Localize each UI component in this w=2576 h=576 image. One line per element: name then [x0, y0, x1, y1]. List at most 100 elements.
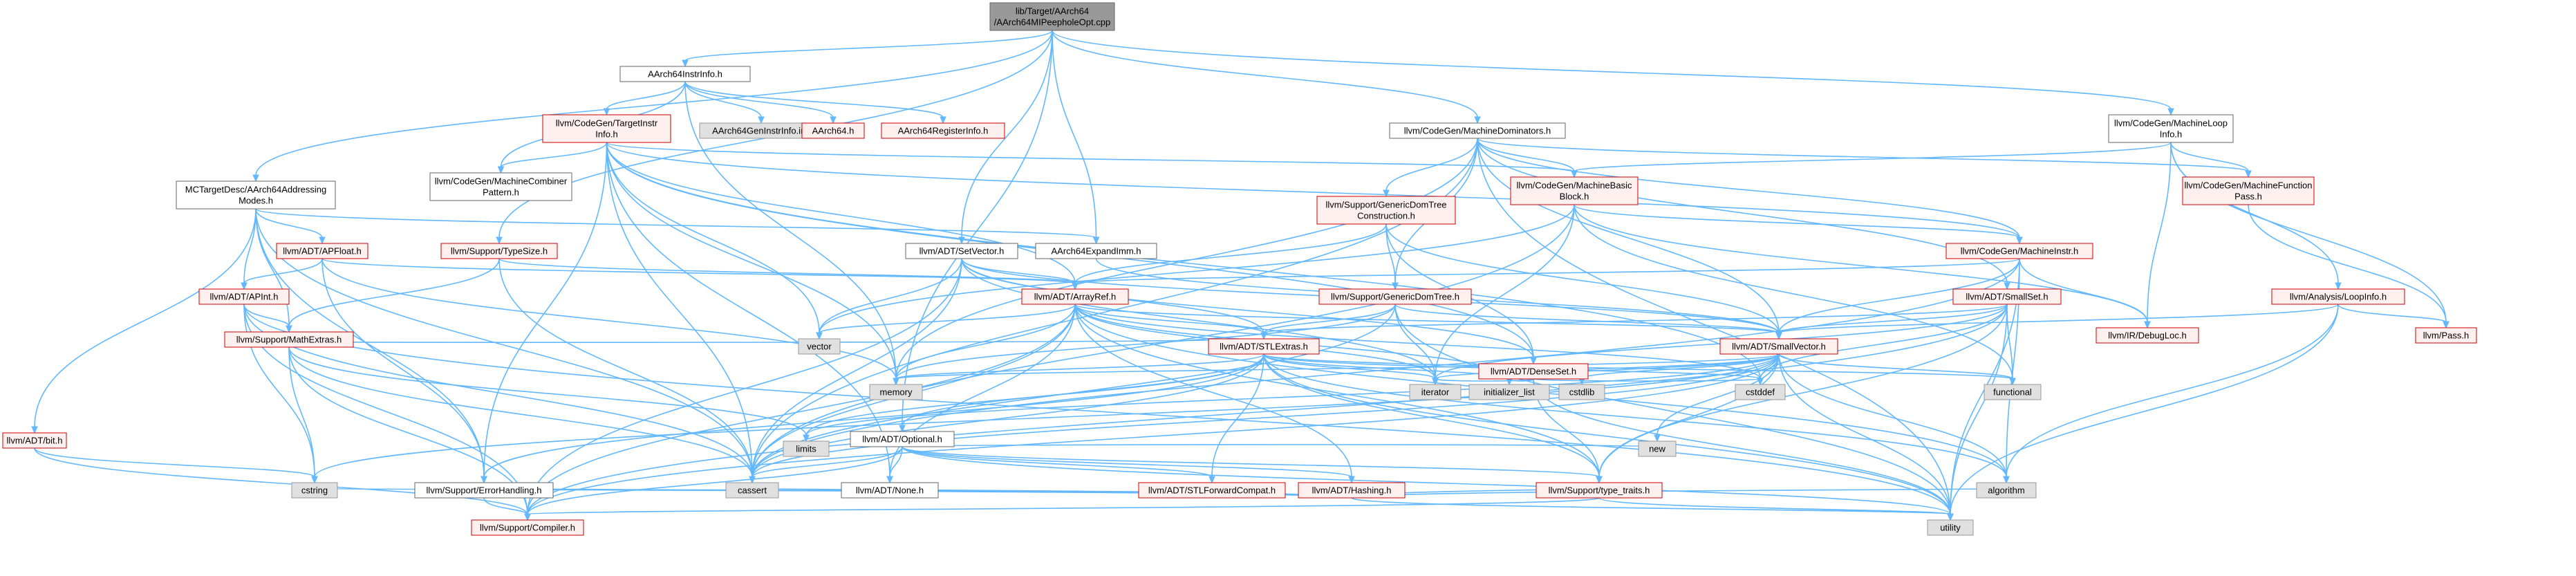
node-label: llvm/ADT/APInt.h — [210, 292, 279, 302]
node-box — [841, 482, 939, 499]
node-None[interactable]: llvm/ADT/None.h — [841, 482, 939, 499]
node-SmallVector[interactable]: llvm/ADT/SmallVector.h — [1719, 338, 1838, 355]
node-box — [1389, 122, 1566, 139]
node-ErrorHandling[interactable]: llvm/Support/ErrorHandling.h — [414, 482, 554, 499]
node-box — [619, 66, 751, 82]
node-box — [2096, 327, 2199, 344]
node-AArch64h[interactable]: AArch64.h — [801, 122, 865, 139]
node-box — [1984, 384, 2042, 400]
node-APFloat[interactable]: llvm/ADT/APFloat.h — [276, 243, 368, 259]
edge-AArch64InstrInfo-to-AArch64h — [684, 81, 837, 124]
edge-arrowhead — [2003, 476, 2010, 484]
edge-line — [1778, 304, 2339, 334]
edge-line — [34, 447, 528, 515]
node-label: Modes.h — [239, 196, 273, 206]
edge-arrowhead — [1348, 476, 1355, 484]
edge-line — [902, 30, 1053, 427]
node-Pass[interactable]: llvm/Pass.h — [2415, 327, 2477, 344]
node-DenseSet[interactable]: llvm/ADT/DenseSet.h — [1478, 363, 1589, 380]
node-GenericDomTreeConstruction[interactable]: llvm/Support/GenericDomTreeConstruction.… — [1316, 196, 1456, 225]
edge-line — [1385, 138, 1478, 192]
edge-MachineDominators-to-MachineFunctionPass — [1477, 138, 2252, 178]
node-box — [798, 338, 841, 355]
node-Hashing[interactable]: llvm/ADT/Hashing.h — [1298, 482, 1406, 499]
edge-line — [1074, 304, 1264, 334]
node-box — [905, 243, 1018, 259]
edge-DenseSet-to-cstddef — [1533, 378, 1764, 386]
node-box — [783, 440, 830, 457]
edge-line — [895, 304, 1396, 380]
edge-arrowhead — [758, 116, 765, 124]
node-bit[interactable]: llvm/ADT/bit.h — [2, 432, 67, 449]
node-type_traits[interactable]: llvm/Support/type_traits.h — [1536, 482, 1663, 499]
node-RegisterInfo[interactable]: AArch64RegisterInfo.h — [881, 122, 1005, 139]
edge-SmallVector-to-functional — [1778, 353, 2016, 386]
edge-line — [483, 142, 608, 478]
edge-line — [1574, 204, 2020, 239]
node-label: iterator — [1421, 387, 1450, 398]
edge-arrowhead — [1474, 116, 1481, 124]
node-label: llvm/Pass.h — [2423, 331, 2469, 341]
node-label: llvm/Analysis/LoopInfo.h — [2290, 292, 2387, 302]
edge-MachineInstr-to-ArrayRef — [1072, 258, 2020, 290]
node-root[interactable]: lib/Target/AArch64/AArch64MIPeepholeOpt.… — [989, 2, 1115, 31]
node-label: llvm/ADT/SmallVector.h — [1732, 342, 1826, 352]
edge-root-to-MachineDominators — [1052, 30, 1481, 124]
edge-line — [889, 446, 903, 478]
edge-arrowhead — [319, 236, 326, 245]
node-ExpandImm[interactable]: AArch64ExpandImm.h — [1035, 243, 1157, 259]
edge-root-to-MCTargetDesc — [252, 30, 1053, 183]
node-utility: utility — [1927, 519, 1974, 536]
node-AArch64InstrInfo[interactable]: AArch64InstrInfo.h — [619, 66, 751, 82]
edge-arrowhead — [1392, 282, 1399, 290]
edge-arrowhead — [1092, 236, 1100, 245]
edge-arrowhead — [816, 332, 823, 340]
node-STLExtras[interactable]: llvm/ADT/STLExtras.h — [1208, 338, 1320, 355]
edge-line — [895, 353, 1264, 380]
node-box — [176, 180, 336, 210]
edge-line — [1394, 304, 1436, 380]
node-MachineDominators[interactable]: llvm/CodeGen/MachineDominators.h — [1389, 122, 1566, 139]
edge-line — [819, 258, 962, 334]
node-box — [1638, 440, 1677, 457]
edge-line — [1574, 142, 2172, 172]
node-LoopInfo[interactable]: llvm/Analysis/LoopInfo.h — [2271, 288, 2405, 305]
edge-line — [527, 446, 903, 515]
edge-line — [1394, 304, 1951, 515]
node-APInt[interactable]: llvm/ADT/APInt.h — [198, 288, 290, 305]
node-MathExtras[interactable]: llvm/Support/MathExtras.h — [224, 331, 354, 348]
nodes-layer: lib/Target/AArch64/AArch64MIPeepholeOpt.… — [2, 2, 2477, 536]
node-TypeSize[interactable]: llvm/Support/TypeSize.h — [440, 243, 558, 259]
edge-line — [684, 30, 1053, 62]
node-MachineInstr[interactable]: llvm/CodeGen/MachineInstr.h — [1945, 243, 2093, 259]
node-Optional[interactable]: llvm/ADT/Optional.h — [850, 431, 955, 447]
edge-MachineBasicBlock-to-MachineInstr — [1574, 204, 2023, 245]
node-box — [198, 288, 290, 305]
node-label: llvm/ADT/DenseSet.h — [1491, 366, 1576, 377]
node-ArrayRef[interactable]: llvm/ADT/ArrayRef.h — [1021, 288, 1129, 305]
edge-root-to-ExpandImm — [1052, 30, 1100, 245]
edge-arrowhead — [1530, 357, 1537, 365]
node-box — [1558, 384, 1605, 400]
edge-line — [752, 353, 1264, 478]
node-Compiler[interactable]: llvm/Support/Compiler.h — [471, 519, 584, 536]
node-GenericDomTree[interactable]: llvm/Support/GenericDomTree.h — [1318, 288, 1472, 305]
node-SmallSet[interactable]: llvm/ADT/SmallSet.h — [1952, 288, 2062, 305]
edge-line — [606, 142, 820, 334]
node-SetVector[interactable]: llvm/ADT/SetVector.h — [905, 243, 1018, 259]
edge-arrowhead — [682, 59, 689, 68]
edge-MCTargetDesc-to-bit — [31, 208, 256, 434]
edge-line — [895, 138, 1478, 380]
node-label: AArch64ExpandImm.h — [1051, 246, 1141, 257]
edge-line — [255, 208, 485, 478]
node-DebugLoc[interactable]: llvm/IR/DebugLoc.h — [2096, 327, 2199, 344]
edge-MachineDominators-to-SmallVector — [1477, 138, 1782, 340]
edge-arrowhead — [1571, 170, 1578, 178]
node-STLForwardCompat[interactable]: llvm/ADT/STLForwardCompat.h — [1138, 482, 1286, 499]
